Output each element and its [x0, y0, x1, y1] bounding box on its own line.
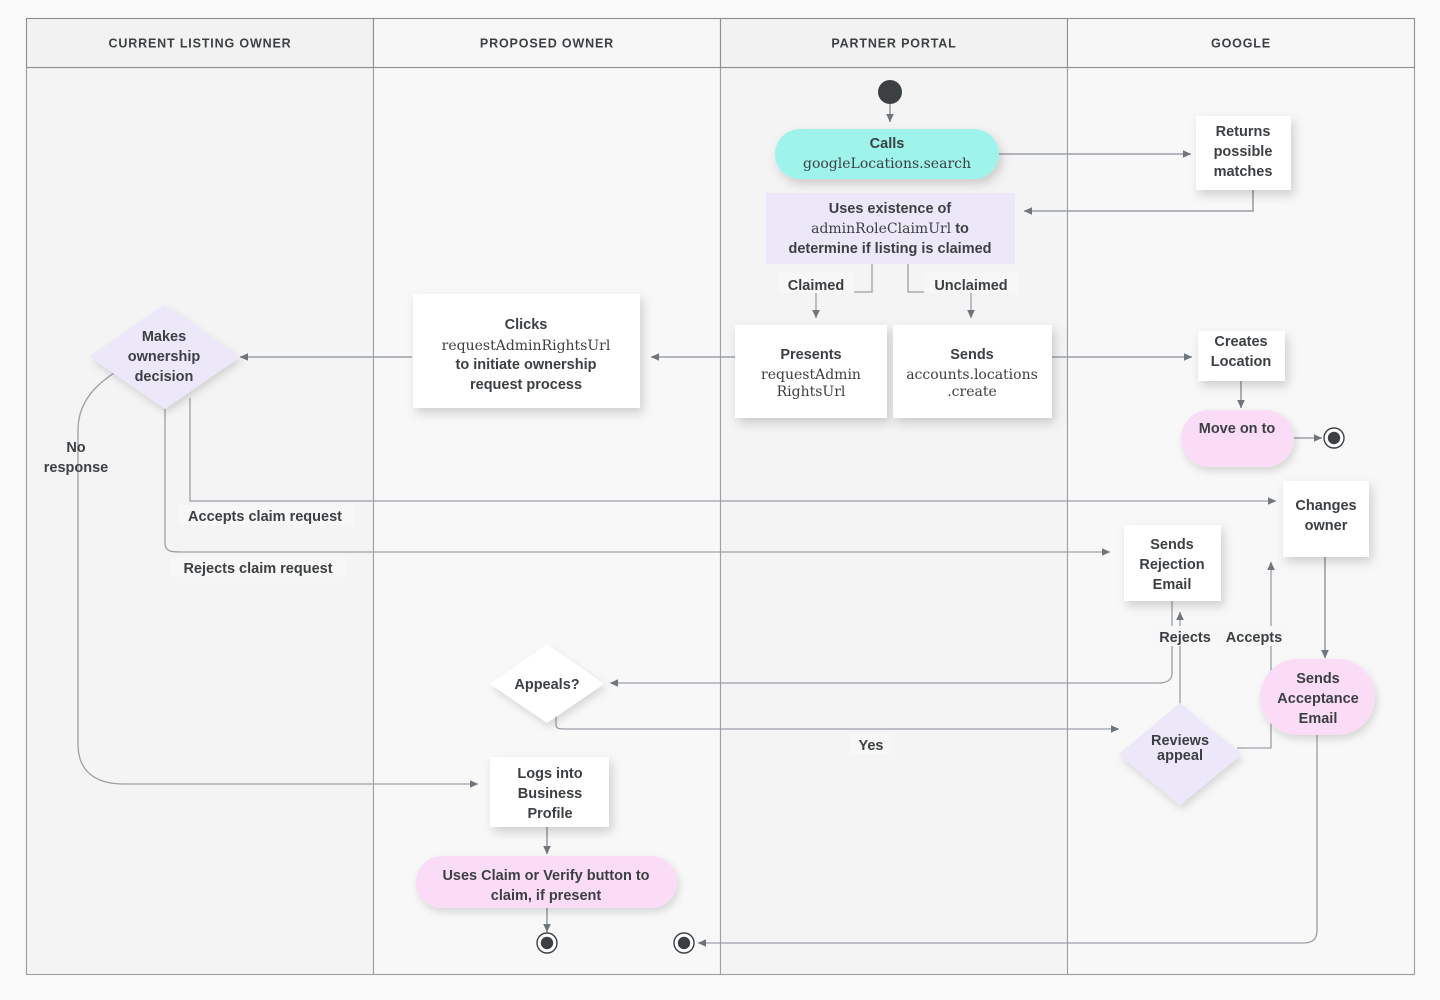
node-clicks-url-line3: to initiate ownership: [456, 357, 597, 373]
edge-label-no-response-line2: response: [44, 460, 108, 476]
node-clicks-url-title: Clicks: [505, 317, 548, 333]
node-calls-search: Calls googleLocations.search: [775, 129, 999, 179]
edge-label-rejects-claim: Rejects claim request: [171, 557, 347, 577]
edge-accepts-claim: [189, 398, 1277, 505]
node-uses-existence-line2: adminRoleClaimUrl to: [811, 221, 969, 237]
edge-label-accepts-text: Accepts: [1226, 630, 1282, 646]
node-sends-acceptance-line3: Email: [1299, 711, 1338, 727]
edge-reviews-accepts: [1237, 561, 1275, 749]
node-appeals: Appeals?: [490, 644, 604, 723]
node-presents-url-title: Presents: [780, 347, 841, 363]
node-reviews-appeal: Reviews appeal: [1119, 703, 1241, 805]
node-reviews-appeal-line1: Reviews: [1151, 733, 1209, 749]
node-makes-decision-line3: decision: [135, 369, 194, 385]
node-creates-location: Creates Location: [1198, 331, 1285, 381]
edge-rejection-to-appeals: [609, 601, 1173, 687]
edge-label-yes: Yes: [850, 734, 892, 754]
node-logs-into-line2: Business: [518, 786, 582, 802]
node-makes-decision: Makes ownership decision: [90, 305, 240, 409]
swimlane-headers: CURRENT LISTING OWNER PROPOSED OWNER PAR…: [25, 17, 1416, 69]
edge-label-claimed: Claimed: [778, 273, 854, 294]
edge-returns-to-uses: [1023, 190, 1254, 215]
node-clicks-url: Clicks requestAdminRightsUrl to initiate…: [413, 294, 640, 408]
node-sends-create-mono2: .create: [947, 384, 997, 400]
node-calls-search-title: Calls: [870, 136, 905, 152]
node-move-on-to: Move on to: [1181, 410, 1294, 467]
node-changes-owner-line2: owner: [1305, 518, 1348, 534]
node-uses-claim-line2: claim, if present: [491, 888, 602, 904]
node-presents-url-mono2: RightsUrl: [777, 384, 846, 400]
node-returns-matches-line3: matches: [1214, 164, 1273, 180]
node-logs-into-line1: Logs into: [517, 766, 582, 782]
node-reviews-appeal-line2: appeal: [1157, 748, 1203, 764]
node-uses-existence: Uses existence of adminRoleClaimUrl to d…: [766, 193, 1015, 264]
node-uses-existence-line3: determine if listing is claimed: [788, 241, 991, 257]
node-uses-existence-tail: to: [951, 221, 969, 237]
node-sends-rejection-line3: Email: [1153, 577, 1192, 593]
edge-label-unclaimed: Unclaimed: [924, 273, 1018, 294]
edge-label-yes-text: Yes: [859, 738, 884, 754]
node-uses-claim-line1: Uses Claim or Verify button to: [442, 868, 649, 884]
lane-header-proposed-owner: PROPOSED OWNER: [480, 36, 614, 50]
edge-label-rejects-claim-text: Rejects claim request: [183, 561, 332, 577]
node-uses-claim: Uses Claim or Verify button to claim, if…: [416, 856, 677, 908]
edge-label-no-response-line1: No: [66, 440, 85, 456]
node-move-on-to-label: Move on to: [1199, 421, 1276, 437]
node-creates-location-line1: Creates: [1214, 334, 1267, 350]
edge-label-accepts-claim-text: Accepts claim request: [188, 509, 342, 525]
node-sends-rejection: Sends Rejection Email: [1124, 525, 1221, 601]
edge-acceptance-to-end: [697, 735, 1318, 947]
edge-label-accepts-claim: Accepts claim request: [178, 505, 354, 525]
edges: [77, 103, 1329, 947]
node-presents-url: Presents requestAdmin RightsUrl: [735, 325, 887, 418]
node-presents-url-mono1: requestAdmin: [761, 367, 861, 383]
node-sends-acceptance: Sends Acceptance Email: [1260, 659, 1375, 735]
node-end-google: [1323, 427, 1345, 449]
node-logs-into: Logs into Business Profile: [490, 757, 609, 827]
node-uses-existence-mono: adminRoleClaimUrl: [811, 221, 952, 237]
node-sends-acceptance-line2: Acceptance: [1277, 691, 1358, 707]
node-sends-create: Sends accounts.locations .create: [893, 325, 1052, 418]
node-sends-create-title: Sends: [950, 347, 994, 363]
node-clicks-url-mono: requestAdminRightsUrl: [442, 338, 611, 354]
node-sends-create-mono1: accounts.locations: [906, 367, 1038, 383]
node-returns-matches-line2: possible: [1214, 144, 1273, 160]
node-makes-decision-line1: Makes: [142, 329, 186, 345]
node-uses-existence-line1: Uses existence of: [829, 201, 952, 217]
lane-header-current-listing-owner: CURRENT LISTING OWNER: [108, 36, 291, 50]
edge-no-response: [77, 362, 479, 788]
edge-appeals-yes: [555, 712, 1120, 733]
edge-label-claimed-text: Claimed: [788, 278, 844, 294]
node-creates-location-line2: Location: [1211, 354, 1271, 370]
node-sends-acceptance-line1: Sends: [1296, 671, 1340, 687]
node-end-proposed: [536, 932, 558, 954]
node-clicks-url-line4: request process: [470, 377, 582, 393]
node-sends-rejection-line2: Rejection: [1139, 557, 1204, 573]
edge-label-no-response: No response: [44, 440, 108, 476]
node-start: [878, 80, 902, 104]
node-changes-owner: Changes owner: [1283, 481, 1369, 557]
node-changes-owner-line1: Changes: [1295, 498, 1356, 514]
edge-label-rejects-text: Rejects: [1159, 630, 1211, 646]
node-returns-matches: Returns possible matches: [1196, 116, 1291, 190]
edge-label-accepts: Accepts: [1219, 626, 1289, 646]
node-sends-rejection-line1: Sends: [1150, 537, 1194, 553]
edge-label-unclaimed-text: Unclaimed: [934, 278, 1007, 294]
node-end-portal: [673, 932, 695, 954]
node-makes-decision-line2: ownership: [128, 349, 201, 365]
edge-label-rejects: Rejects: [1152, 626, 1218, 646]
node-calls-search-method: googleLocations.search: [803, 156, 971, 172]
node-logs-into-line3: Profile: [527, 806, 572, 822]
edge-rejects-claim: [164, 400, 1111, 556]
node-appeals-label: Appeals?: [514, 677, 579, 693]
node-returns-matches-line1: Returns: [1216, 124, 1271, 140]
lane-header-google: GOOGLE: [1211, 36, 1271, 50]
lane-header-partner-portal: PARTNER PORTAL: [831, 36, 956, 50]
